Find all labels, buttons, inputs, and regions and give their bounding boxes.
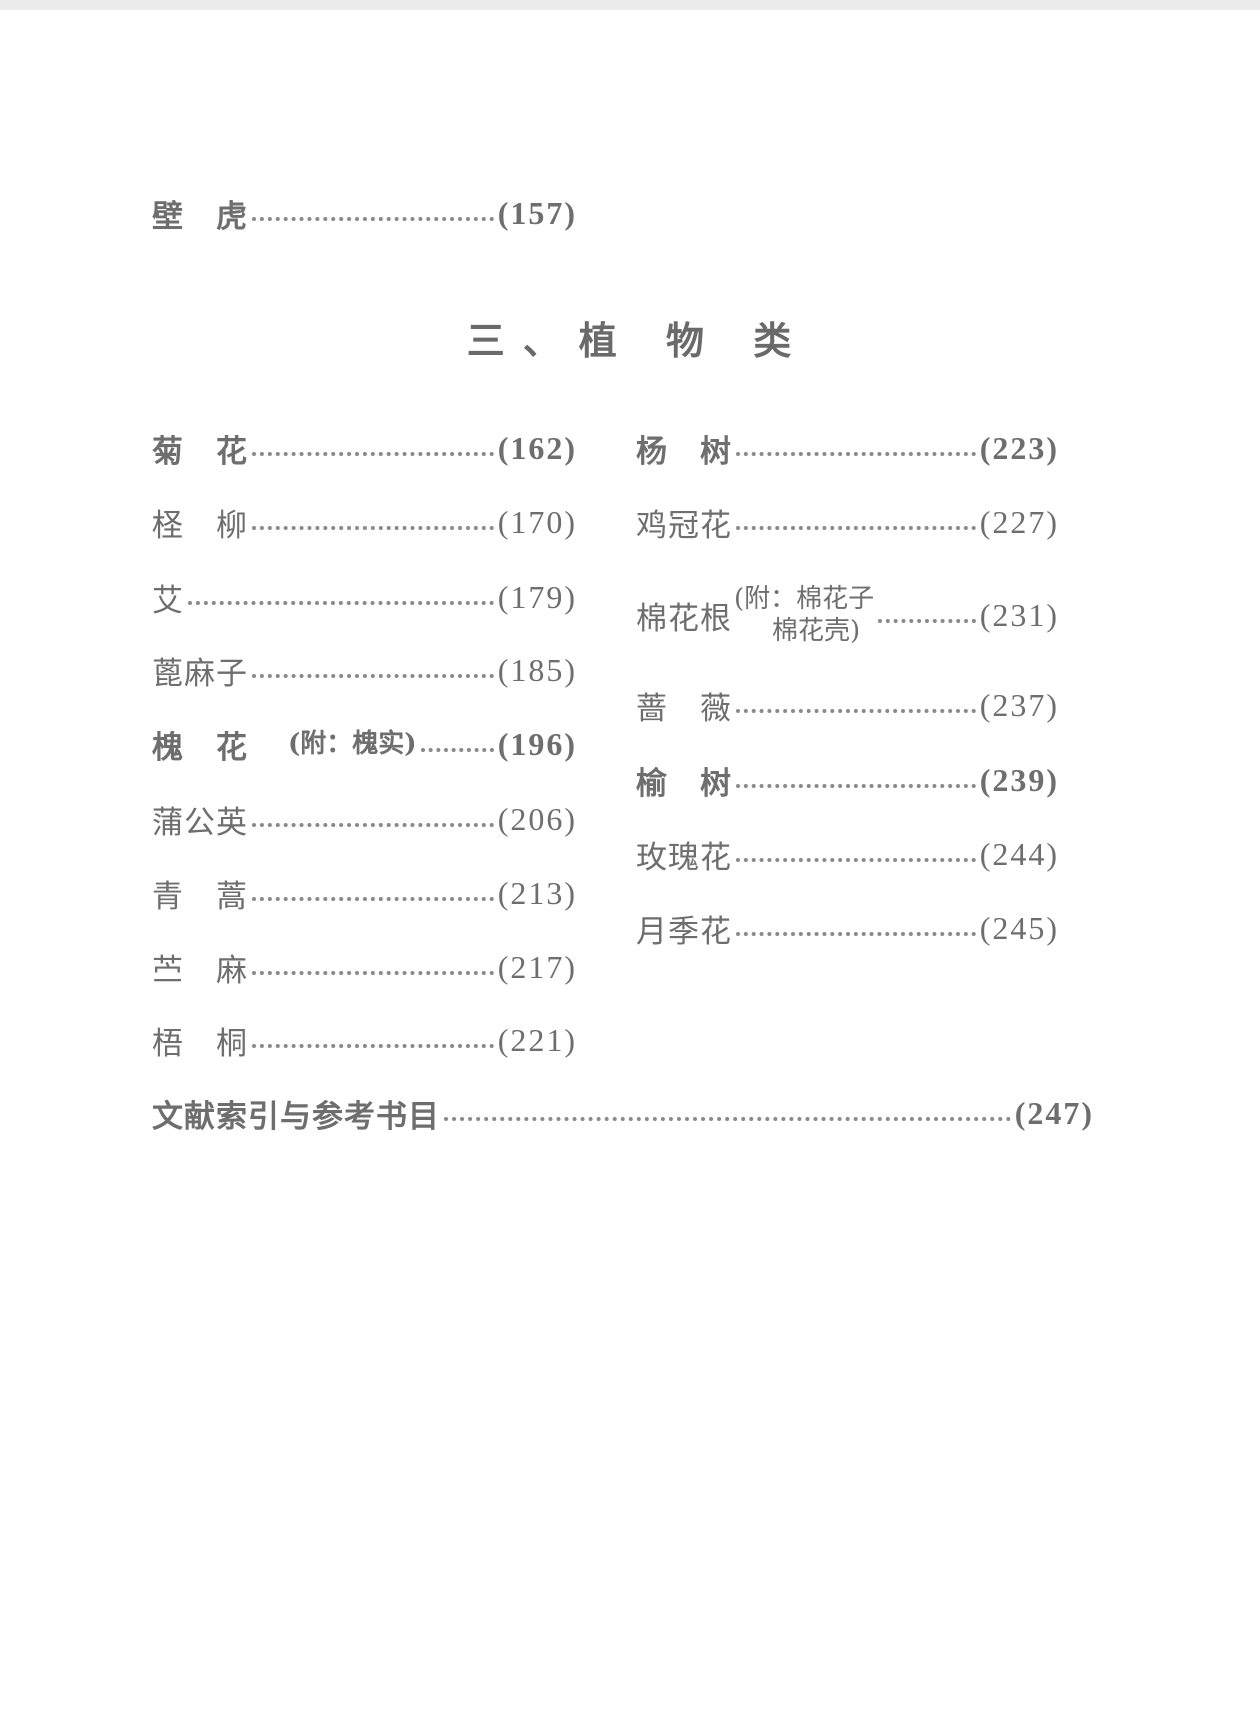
entry-page: (227) (979, 503, 1059, 540)
entry-name: 壁 虎 (152, 198, 248, 235)
note-text: (附：槐实) (288, 729, 417, 759)
leader-dots (252, 452, 494, 456)
entry-name: 苎 麻 (152, 952, 248, 989)
toc-entry: 榆 树 (239) (636, 758, 1059, 802)
toc-entry: 棉花根(附：棉花子棉花壳) (231) (636, 584, 1059, 646)
entry-name: 月季花 (636, 913, 732, 950)
toc-entry: 苎 麻 (217) (152, 945, 577, 989)
entry-name: 鸡冠花 (636, 507, 732, 544)
entry-name: 柽 柳 (152, 507, 248, 544)
entry-page: (206) (497, 800, 577, 837)
leader-dots (252, 217, 494, 221)
entry-page: (185) (497, 651, 577, 688)
leader-dots (736, 784, 976, 788)
leader-dots (252, 897, 494, 901)
toc-entry: 杨 树 (223) (636, 426, 1059, 470)
leader-dots (252, 526, 494, 530)
leader-dots (444, 1117, 1011, 1121)
leader-dots (736, 526, 976, 530)
entry-page: (196) (497, 725, 577, 762)
entry-page: (239) (979, 761, 1059, 798)
leader-dots (252, 1044, 494, 1048)
entry-page: (247) (1014, 1094, 1094, 1131)
entry-page: (217) (497, 948, 577, 985)
note-line: (附：棉花子 (734, 584, 875, 614)
page-top-edge (0, 0, 1260, 10)
toc-entry: 蒲公英 (206) (152, 797, 577, 841)
entry-name: 槐 花 (152, 729, 248, 766)
toc-entry: 壁 虎 (157) (152, 191, 577, 235)
entry-name: 文献索引与参考书目 (152, 1098, 440, 1135)
entry-name: 蒲公英 (152, 804, 248, 841)
leader-dots (736, 452, 976, 456)
toc-entry: 柽 柳 (170) (152, 500, 577, 544)
entry-page: (170) (497, 503, 577, 540)
entry-name: 棉花根 (636, 600, 732, 637)
section-title: 三、植 物 类 (466, 318, 810, 363)
entry-page: (244) (979, 835, 1059, 872)
entry-name: 梧 桐 (152, 1025, 248, 1062)
entry-name: 蓖麻子 (152, 655, 248, 692)
leader-dots (420, 748, 494, 752)
toc-entry: 梧 桐 (221) (152, 1018, 577, 1062)
entry-page: (179) (497, 578, 577, 615)
leader-dots (878, 619, 976, 623)
entry-name: 蔷 薇 (636, 690, 732, 727)
leader-dots (252, 823, 494, 827)
entry-name: 榆 树 (636, 765, 732, 802)
leader-dots (736, 709, 976, 713)
leader-dots (252, 971, 494, 975)
toc-entry: 月季花 (245) (636, 906, 1059, 950)
entry-name: 艾 (152, 582, 184, 619)
leader-dots (188, 601, 494, 605)
entry-page: (245) (979, 909, 1059, 946)
entry-page: (213) (497, 874, 577, 911)
toc-entry-bibliography: 文献索引与参考书目 (247) (152, 1091, 1094, 1135)
entry-page: (231) (979, 596, 1059, 633)
toc-entry: 鸡冠花 (227) (636, 500, 1059, 544)
entry-name: 杨 树 (636, 433, 732, 470)
leader-dots (736, 858, 976, 862)
entry-page: (223) (979, 429, 1059, 466)
leader-dots (736, 932, 976, 936)
toc-entry: 蓖麻子 (185) (152, 648, 577, 692)
toc-entry: 菊 花 (162) (152, 426, 577, 470)
entry-page: (162) (497, 429, 577, 466)
toc-entry: 槐 花 (附：槐实) (196) (152, 722, 577, 766)
entry-note: (附：棉花子棉花壳) (734, 583, 874, 647)
leader-dots (252, 674, 494, 678)
entry-page: (237) (979, 686, 1059, 723)
entry-note: (附：槐实) (250, 728, 417, 760)
toc-entry: 艾 (179) (152, 575, 577, 619)
entry-name: 青 蒿 (152, 878, 248, 915)
entry-name: 菊 花 (152, 433, 248, 470)
toc-entry: 蔷 薇 (237) (636, 683, 1059, 727)
entry-page: (221) (497, 1021, 577, 1058)
entry-page: (157) (497, 194, 577, 231)
entry-name: 玫瑰花 (636, 839, 732, 876)
note-line: 棉花壳) (772, 616, 861, 646)
toc-entry: 青 蒿 (213) (152, 871, 577, 915)
toc-entry: 玫瑰花 (244) (636, 832, 1059, 876)
